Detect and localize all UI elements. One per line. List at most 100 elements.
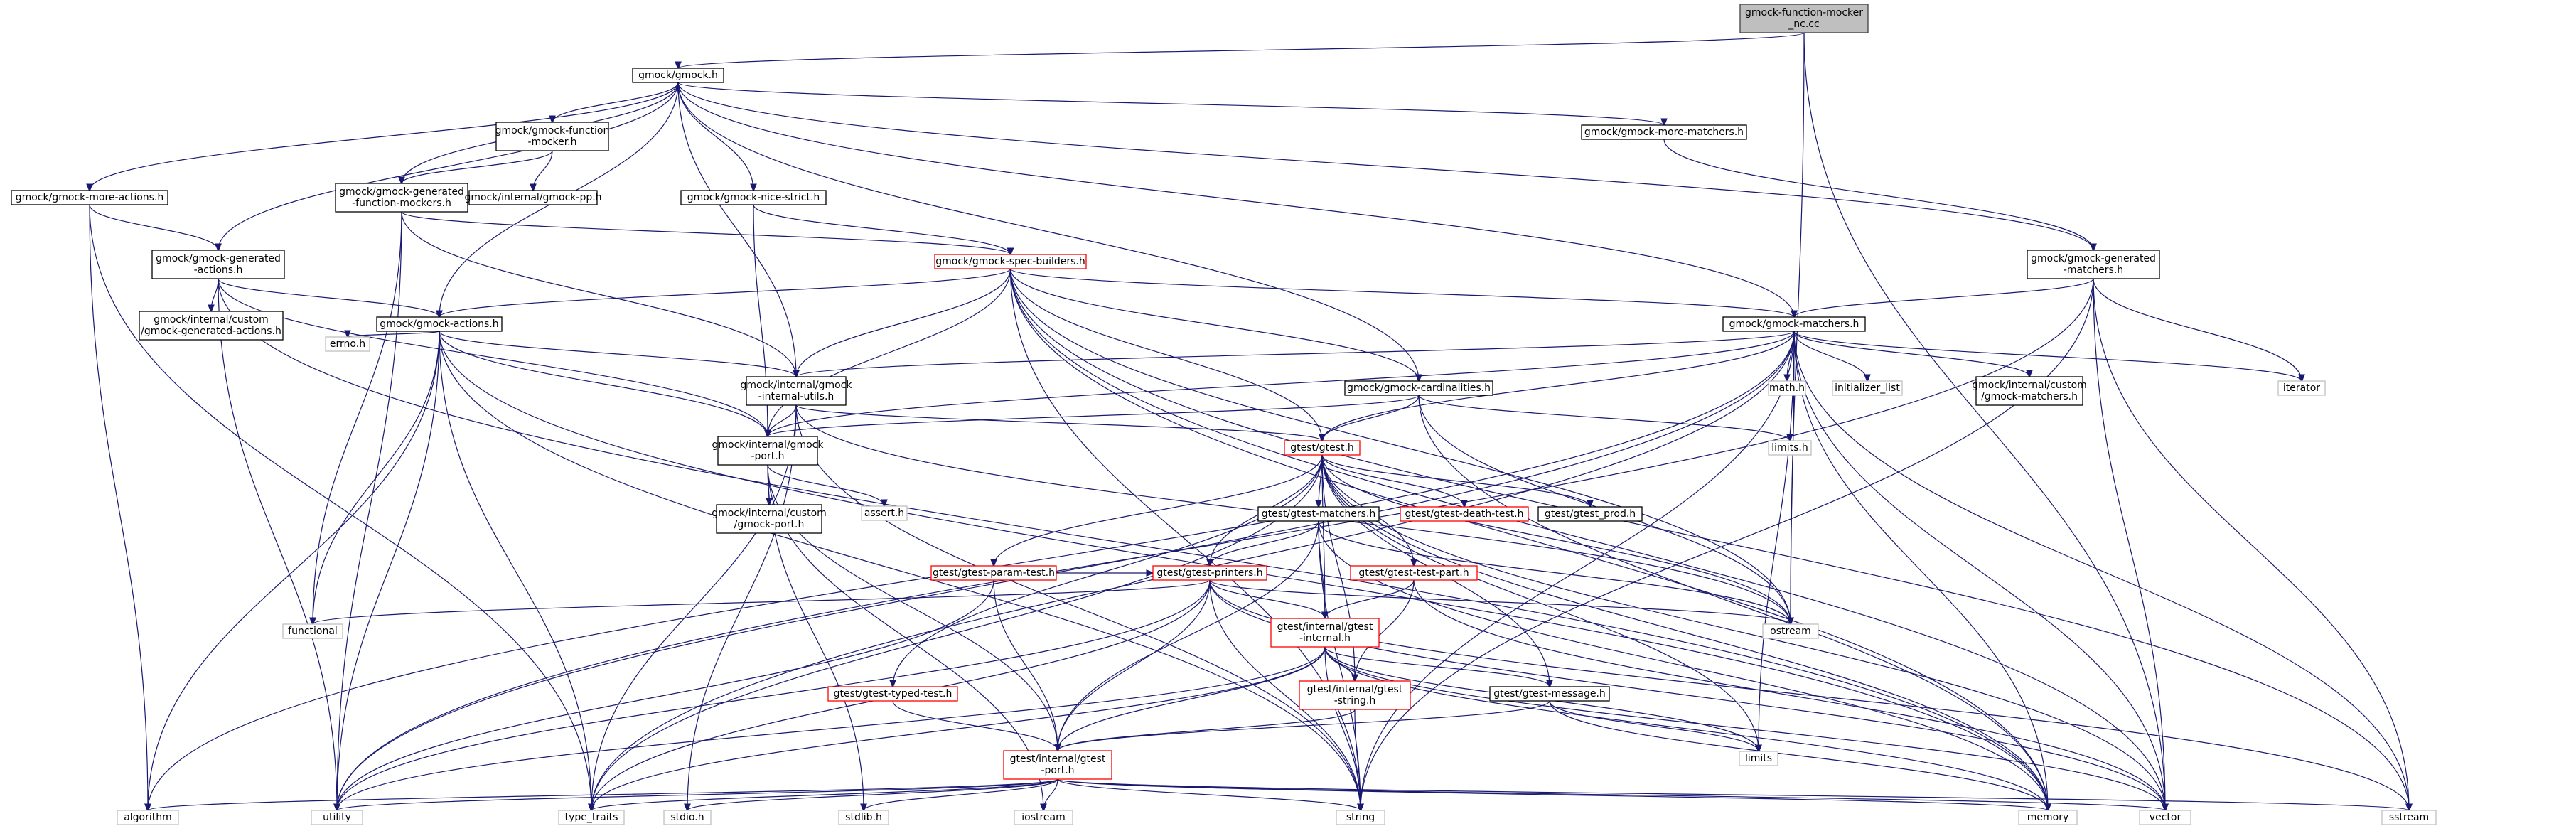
node-label: -matchers.h (2064, 264, 2123, 276)
node-gtest-h[interactable]: gtest/gtest.h (1284, 440, 1361, 456)
node-label: gmock/internal/gmock (712, 439, 825, 451)
node-internal-utils[interactable]: gmock/internal/gmock-internal-utils.h (741, 376, 853, 406)
node-label: limits (1745, 753, 1772, 764)
node-gen-func-mockers[interactable]: gmock/gmock-generated-function-mockers.h (335, 183, 468, 213)
node-iterator[interactable]: iterator (2277, 380, 2326, 396)
node-custom-port[interactable]: gmock/internal/custom/gmock-port.h (712, 504, 827, 534)
node-ostream[interactable]: ostream (1762, 623, 1819, 639)
node-box (468, 190, 598, 205)
edge-more-matchers-to-gen-matchers (1663, 139, 2093, 250)
node-assert[interactable]: assert.h (861, 505, 908, 521)
node-errno[interactable]: errno.h (325, 336, 370, 352)
node-label: -internal.h (1299, 633, 1351, 644)
node-label: gmock/internal/custom (1972, 380, 2087, 391)
node-limits-h[interactable]: limits.h (1768, 440, 1812, 456)
node-matchers[interactable]: gmock/gmock-matchers.h (1722, 316, 1866, 332)
node-gen-matchers[interactable]: gmock/gmock-generated-matchers.h (2027, 250, 2160, 279)
node-algorithm[interactable]: algorithm (117, 810, 179, 825)
edge-actions-to-string (439, 331, 1361, 810)
node-label: gmock/gmock-nice-strict.h (687, 192, 820, 203)
node-vector[interactable]: vector (2139, 810, 2191, 825)
node-spec-builders[interactable]: gmock/gmock-spec-builders.h (934, 254, 1087, 269)
node-box (1152, 565, 1267, 581)
node-limits[interactable]: limits (1739, 751, 1778, 766)
node-label: gtest/gtest.h (1290, 442, 1354, 454)
node-gmock-h[interactable]: gmock/gmock.h (632, 68, 724, 83)
node-gtest-internal[interactable]: gtest/internal/gtest-internal.h (1270, 618, 1380, 648)
nodes-layer: gmock-function-mocker_nc.cc gmock/gmock.h… (11, 4, 2437, 825)
edge-param-test-to-utility (337, 579, 994, 810)
node-gtest-matchers[interactable]: gtest/gtest-matchers.h (1257, 506, 1380, 522)
node-box (1762, 623, 1819, 639)
node-iostream[interactable]: iostream (1014, 810, 1073, 825)
edge-actions-to-utility (337, 331, 440, 810)
edge-cardinalities-to-limits-h (1418, 395, 1790, 441)
node-sstream[interactable]: sstream (2381, 810, 2437, 825)
node-cardinalities[interactable]: gmock/gmock-cardinalities.h (1344, 380, 1493, 396)
node-actions[interactable]: gmock/gmock-actions.h (376, 316, 503, 332)
node-more-actions[interactable]: gmock/gmock-more-actions.h (11, 190, 168, 205)
node-label: stdio.h (670, 812, 704, 823)
node-box (2277, 380, 2326, 396)
node-label: -string.h (1334, 695, 1376, 707)
node-typed-test[interactable]: gtest/gtest-typed-test.h (827, 686, 958, 702)
node-gtest-string[interactable]: gtest/internal/gtest-string.h (1299, 680, 1411, 710)
node-printers[interactable]: gtest/gtest-printers.h (1152, 565, 1267, 581)
node-label: gmock/gmock-function (495, 125, 610, 136)
node-label: gmock/gmock-more-actions.h (16, 192, 164, 203)
node-box (282, 623, 343, 639)
node-box (1344, 380, 1493, 396)
node-box (1350, 565, 1478, 581)
edge-gtest-internal-to-vector (1324, 646, 2165, 810)
edge-gtest-port-to-iostream (1043, 778, 1058, 810)
node-box (1722, 316, 1866, 332)
edge-gtest-message-to-memory (1549, 700, 2048, 810)
node-utility[interactable]: utility (311, 810, 363, 825)
node-type-traits[interactable]: type_traits (558, 810, 625, 825)
edge-gtest-matchers-to-gtest-port (1058, 520, 1319, 751)
edge-gen-actions-to-actions (218, 278, 439, 317)
node-stdlib[interactable]: stdlib.h (838, 810, 889, 825)
node-gen-actions[interactable]: gmock/gmock-generated-actions.h (151, 250, 285, 279)
node-label: gmock/internal/custom (712, 508, 827, 519)
node-memory[interactable]: memory (2018, 810, 2078, 825)
node-box (1768, 440, 1812, 456)
edge-gmock-h-to-more-actions (90, 82, 679, 191)
edge-gtest-port-to-vector (1057, 778, 2165, 810)
node-functional[interactable]: functional (282, 623, 343, 639)
node-init-list[interactable]: initializer_list (1832, 380, 1903, 396)
edge-spec-builders-to-memory (1009, 268, 2049, 810)
node-gmock-pp[interactable]: gmock/internal/gmock-pp.h (464, 190, 602, 205)
node-gtest-port[interactable]: gtest/internal/gtest-port.h (1003, 750, 1112, 780)
edge-cardinalities-to-memory (1418, 395, 2048, 810)
node-label: gtest/gtest-param-test.h (933, 567, 1055, 579)
node-root[interactable]: gmock-function-mocker_nc.cc (1739, 4, 1869, 33)
node-param-test[interactable]: gtest/gtest-param-test.h (930, 565, 1057, 581)
node-custom-gen-actions[interactable]: gmock/internal/custom/gmock-generated-ac… (139, 311, 284, 341)
node-box (558, 810, 625, 825)
node-death-test[interactable]: gtest/gtest-death-test.h (1400, 506, 1529, 522)
node-label: gmock/gmock-generated (2031, 253, 2156, 264)
node-label: /gmock-generated-actions.h (141, 326, 281, 337)
edge-printers-to-vector (1209, 579, 2165, 810)
node-gmock-port[interactable]: gmock/internal/gmock-port.h (712, 436, 825, 466)
edge-gtest-port-to-stdlib (864, 778, 1058, 810)
node-stdio[interactable]: stdio.h (663, 810, 712, 825)
node-custom-matchers[interactable]: gmock/internal/custom/gmock-matchers.h (1972, 376, 2087, 406)
node-label: functional (288, 626, 338, 637)
node-func-mocker[interactable]: gmock/gmock-function-mocker.h (495, 122, 610, 151)
node-math[interactable]: math.h (1768, 380, 1806, 396)
node-label: gtest/gtest-typed-test.h (834, 688, 952, 699)
node-gtest-prod[interactable]: gtest/gtest_prod.h (1537, 506, 1643, 522)
node-box (2027, 250, 2160, 279)
node-more-matchers[interactable]: gmock/gmock-more-matchers.h (1581, 124, 1747, 140)
node-string[interactable]: string (1336, 810, 1385, 825)
edge-matchers-to-custom-matchers (1793, 331, 2029, 377)
node-gtest-message[interactable]: gtest/gtest-message.h (1489, 686, 1610, 702)
node-label: math.h (1769, 382, 1805, 394)
edge-actions-to-errno (348, 331, 440, 337)
edge-param-test-to-gtest-port (993, 579, 1058, 751)
edge-actions-to-algorithm (148, 331, 440, 810)
node-test-part[interactable]: gtest/gtest-test-part.h (1350, 565, 1478, 581)
node-nice-strict[interactable]: gmock/gmock-nice-strict.h (680, 190, 827, 205)
